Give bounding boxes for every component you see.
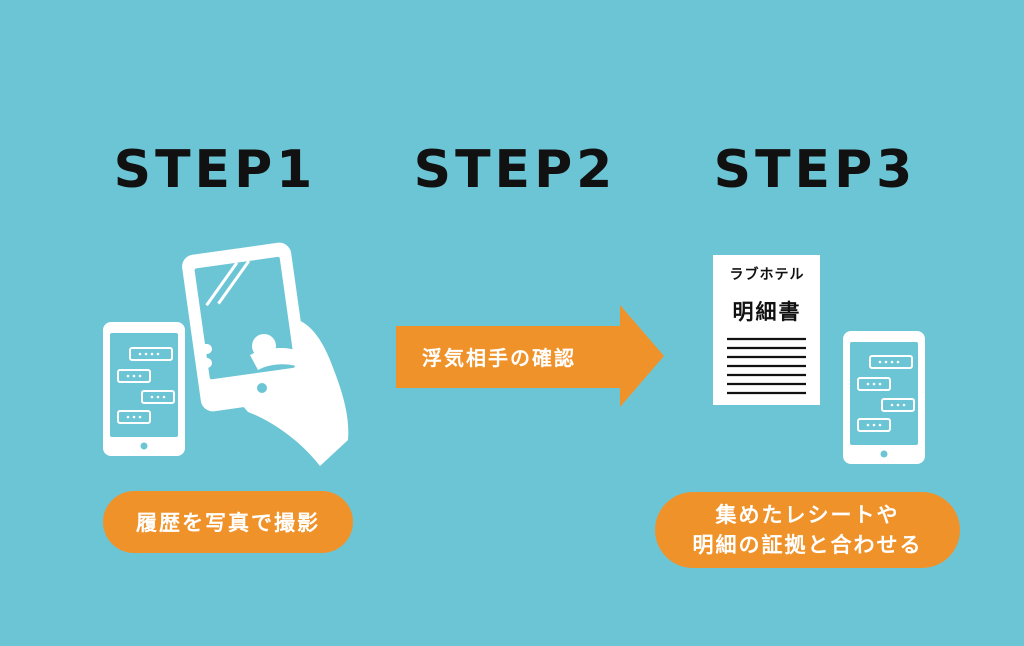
receipt-title: 明細書 (732, 300, 802, 324)
step1-title: STEP1 (113, 140, 317, 200)
step3-title: STEP3 (713, 140, 917, 200)
step1-caption: 履歴を写真で撮影 (103, 491, 353, 553)
chat-tablet-icon (103, 322, 185, 456)
step3-caption: 集めたレシートや 明細の証拠と合わせる (655, 492, 960, 568)
step3-caption-line2: 明細の証拠と合わせる (692, 533, 923, 557)
receipt-header: ラブホテル (729, 267, 805, 283)
step1-caption-text: 履歴を写真で撮影 (136, 511, 320, 535)
right-arrow-icon (396, 305, 664, 407)
step3-caption-line1: 集めたレシートや (715, 503, 900, 527)
chat-tablet-icon-2 (843, 331, 925, 464)
step2-title: STEP2 (413, 140, 617, 200)
arrow-label: 浮気相手の確認 (422, 346, 576, 370)
phone-in-hand-icon (182, 242, 349, 466)
receipt-icon (713, 255, 820, 405)
